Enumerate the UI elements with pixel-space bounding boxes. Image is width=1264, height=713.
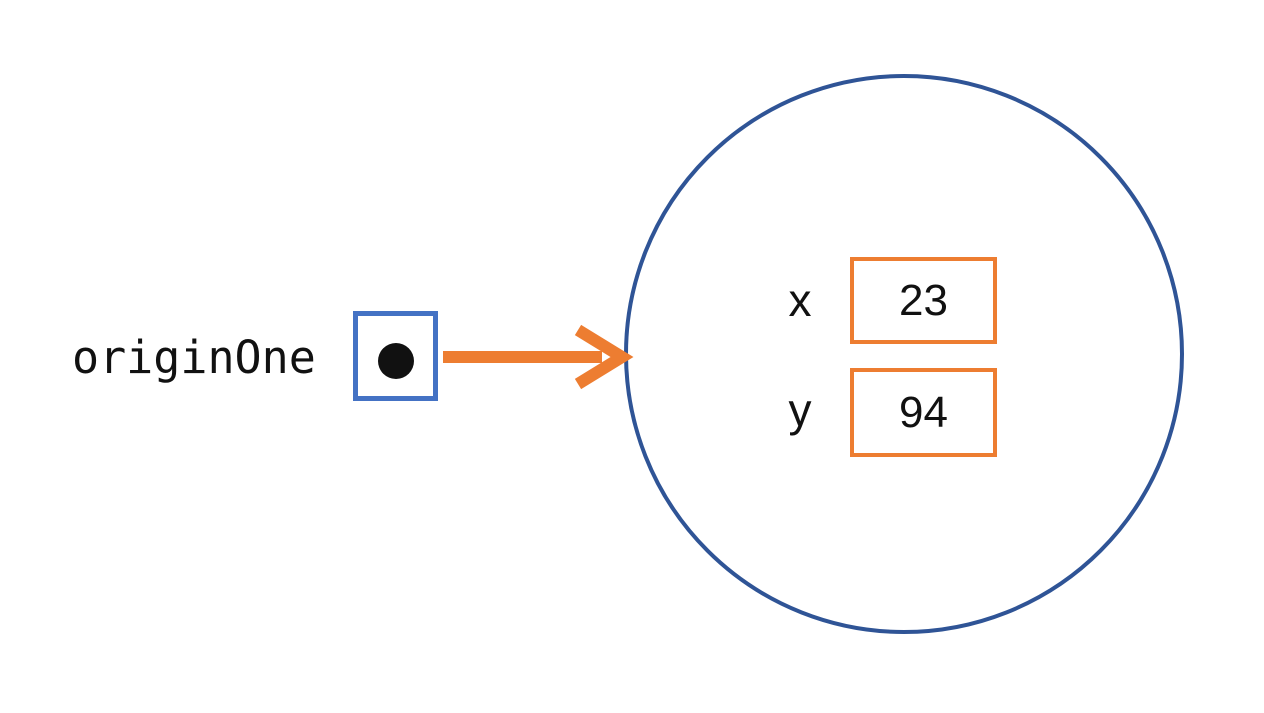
- reference-dot-icon: [377, 343, 414, 379]
- object-circle: [624, 74, 1184, 634]
- field-value-y: 94: [899, 387, 948, 437]
- pointer-arrow-icon: [443, 324, 634, 390]
- reference-pointer-box: [353, 311, 438, 401]
- field-value-box-y: 94: [850, 368, 997, 457]
- pointer-arrow-head: [574, 324, 634, 390]
- field-value-x: 23: [899, 275, 948, 325]
- field-label-x: x: [788, 274, 812, 326]
- reference-label: originOne: [72, 330, 316, 384]
- field-label-y: y: [788, 384, 812, 436]
- field-value-box-x: 23: [850, 257, 997, 344]
